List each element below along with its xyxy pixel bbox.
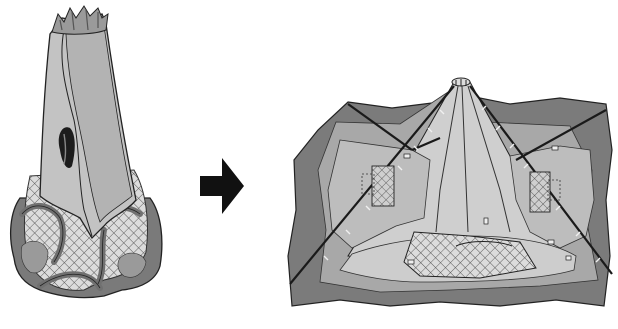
left-mesh-patch bbox=[371, 165, 395, 207]
shaft-fracture-line bbox=[61, 29, 93, 237]
shaft-shadow bbox=[65, 25, 133, 223]
bone-before-panel bbox=[10, 5, 163, 299]
clip-markers bbox=[403, 145, 572, 265]
fold-lines bbox=[435, 85, 511, 233]
bone-after-panel bbox=[287, 77, 613, 307]
right-mesh-patch bbox=[529, 171, 551, 213]
apex-knot bbox=[451, 77, 471, 87]
right-arrow-icon bbox=[200, 158, 244, 214]
cortical-defect bbox=[58, 127, 75, 169]
fractured-top bbox=[51, 5, 109, 35]
